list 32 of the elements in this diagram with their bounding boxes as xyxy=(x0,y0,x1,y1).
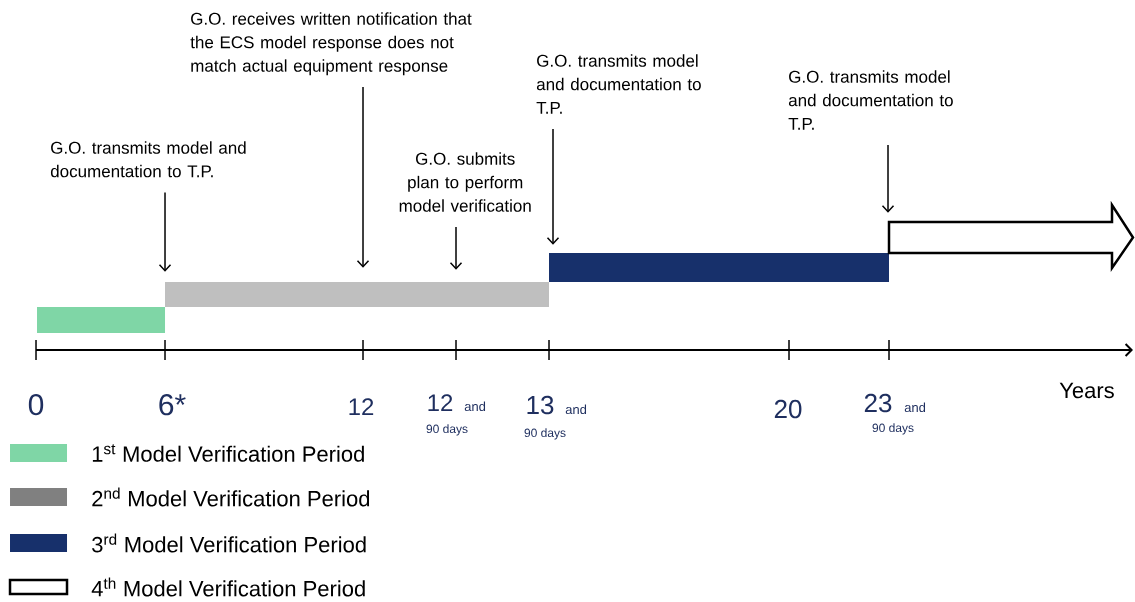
arrow xyxy=(449,226,463,270)
tick-label: 12 xyxy=(428,394,453,411)
tick-label: 20 xyxy=(774,399,802,419)
annotation-text: G.O. receives written notification that the ECS model response does not match actual equipment response xyxy=(190,12,472,76)
tick-label: and xyxy=(464,401,486,412)
arrow xyxy=(356,86,370,268)
tick-label: and xyxy=(904,402,926,413)
legend-text: 3$^{rd}$ Model Verification Period xyxy=(92,533,366,553)
tick-label: 6* xyxy=(159,394,186,416)
arrow xyxy=(158,191,172,272)
tick-label: 12 xyxy=(349,398,374,415)
axis-label: Years xyxy=(1059,382,1114,399)
block-arrow xyxy=(887,200,1135,272)
annotation-text: G.O. transmits model and documentation to T.P. xyxy=(50,141,246,178)
annotation-text: G.O. submits plan to perform model verification xyxy=(399,152,531,212)
period-bar xyxy=(165,282,549,307)
tick-label: 90 days xyxy=(524,428,566,440)
tick-label: 23 xyxy=(864,393,892,413)
annotation-text: G.O. transmits model and documentation to T.P. xyxy=(536,54,701,114)
tick-label: 90 days xyxy=(426,424,468,436)
tick-label: and xyxy=(565,404,587,415)
period-bar xyxy=(549,253,889,282)
arrow xyxy=(546,128,560,245)
legend-text: 2$^{nd}$ Model Verification Period xyxy=(92,487,370,507)
annotation-text: G.O. transmits model and documentation to T.P. xyxy=(788,70,953,130)
arrow xyxy=(881,144,895,213)
period-bar xyxy=(37,307,165,333)
tick-label: 0 xyxy=(28,394,44,416)
tick-label: 13 xyxy=(527,395,554,415)
legend-text: 1$^{st}$ Model Verification Period xyxy=(92,444,364,462)
tick-label: 90 days xyxy=(872,423,914,435)
legend-text: 4$^{th}$ Model Verification Period xyxy=(91,577,365,597)
